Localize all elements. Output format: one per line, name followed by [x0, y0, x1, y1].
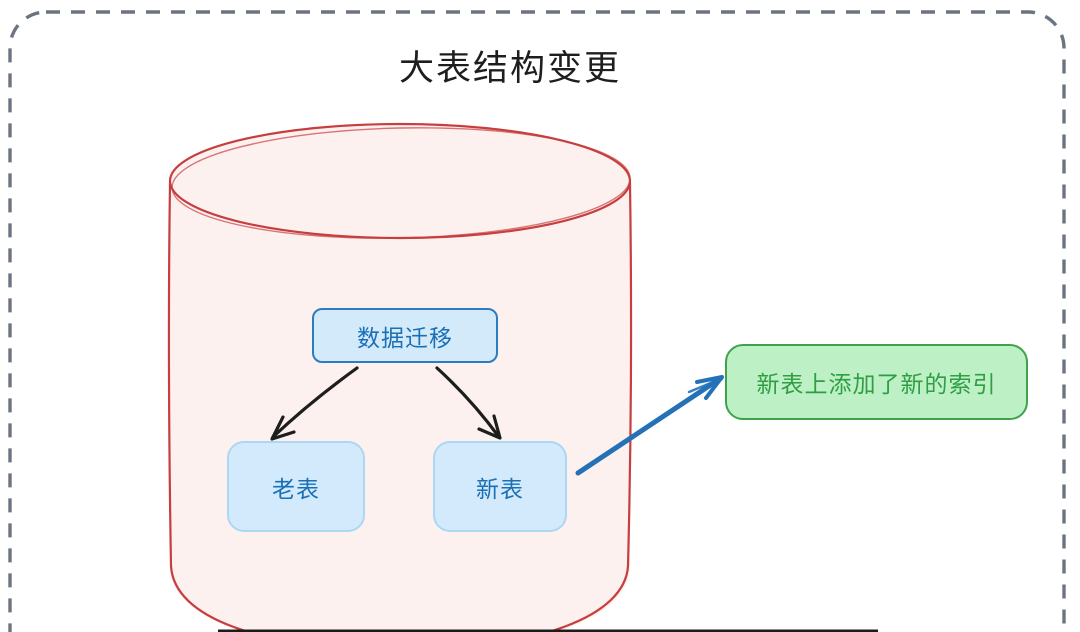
node-data-migration-label: 数据迁移 [357, 324, 453, 351]
arrow-migration-to-new-table [435, 366, 501, 439]
database-cylinder-right-side [626, 181, 633, 568]
database-cylinder-top-ellipse-sketch [171, 127, 631, 239]
node-data-migration: 数据迁移 [312, 308, 498, 363]
node-new-table: 新表 [433, 441, 567, 532]
arrow-migration-to-old-table [271, 366, 359, 439]
arrowhead-old-table [270, 415, 296, 441]
arrowhead-annotation [695, 375, 724, 400]
database-cylinder-left-side [167, 181, 173, 568]
arrowhead-new-table [477, 414, 502, 440]
arrowhead-annotation-sketch [687, 377, 722, 394]
database-cylinder-body [170, 124, 630, 632]
arrow-new-table-to-annotation [575, 375, 724, 476]
node-annotation-label: 新表上添加了新的索引 [756, 371, 997, 397]
node-old-table: 老表 [227, 441, 365, 532]
database-cylinder-bottom-arc [169, 564, 630, 632]
page-title: 大表结构变更 [398, 49, 622, 88]
node-annotation: 新表上添加了新的索引 [725, 344, 1028, 420]
node-old-table-label: 老表 [272, 475, 320, 502]
bottom-edge-line [218, 629, 878, 632]
dashed-frame-border [8, 10, 1066, 632]
node-new-table-label: 新表 [476, 475, 524, 502]
